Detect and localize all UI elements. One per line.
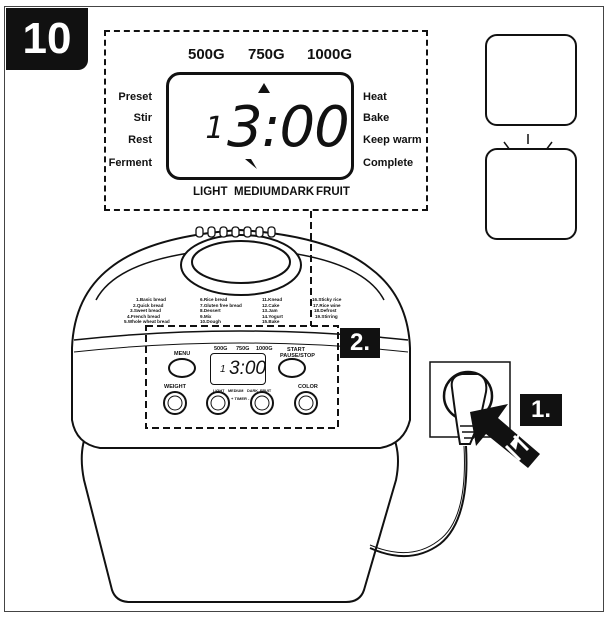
step-1-marker: 1. bbox=[520, 394, 562, 426]
lid-vents bbox=[195, 226, 276, 238]
timer-label: + TIMER - bbox=[231, 396, 250, 401]
panel-color-light: LIGHT bbox=[213, 389, 225, 393]
weight-1000g: 1000G bbox=[307, 46, 353, 63]
step-number: 10 bbox=[6, 8, 88, 70]
program-item: 12.Cake bbox=[262, 302, 280, 308]
start-label: START PAUSE/STOP bbox=[280, 347, 315, 360]
program-item: 15.Bake bbox=[262, 319, 280, 325]
program-item: 18.Defrost bbox=[314, 308, 337, 314]
program-item: 2.Quick bread bbox=[133, 302, 164, 308]
label-stir: Stir bbox=[133, 112, 152, 124]
panel-color-fruit: FRUIT bbox=[260, 389, 272, 393]
program-item: 7.Gluten free bread bbox=[200, 302, 242, 308]
panel-highlight bbox=[145, 325, 339, 429]
panel-weight-750g: 750G bbox=[236, 346, 250, 352]
arrow-down-icon bbox=[245, 159, 257, 169]
program-list-col3: 11.Knead 12.Cake 13.Jam 14.Yogurt 15.Bak… bbox=[262, 297, 283, 325]
label-complete: Complete bbox=[363, 157, 414, 169]
arrow-up-icon bbox=[258, 83, 270, 93]
panel-weight-500g: 500G bbox=[214, 346, 228, 352]
machine-lid bbox=[71, 228, 411, 449]
program-item: 17.Rice wine bbox=[313, 302, 341, 308]
start-button bbox=[278, 358, 306, 378]
menu-button bbox=[168, 358, 196, 378]
label-keep-warm: Keep warm bbox=[363, 134, 422, 146]
lcd-time: 3:00 bbox=[227, 95, 350, 160]
panel-color-medium: MEDIUM bbox=[228, 389, 244, 393]
menu-label: MENU bbox=[174, 351, 191, 357]
program-item: 11.Knead bbox=[262, 297, 283, 302]
program-item: 13.Jam bbox=[262, 308, 278, 314]
program-list-col1: 1.Basic bread 2.Quick bread 3.Sweet brea… bbox=[124, 297, 170, 325]
program-list-col4: 16.Sticky rice 17.Rice wine 18.Defrost 1… bbox=[312, 297, 342, 319]
program-item: 3.Sweet bread bbox=[130, 308, 161, 314]
color-light: LIGHT bbox=[193, 186, 228, 198]
weight-500g: 500G bbox=[188, 46, 225, 63]
program-item: 9.Mix bbox=[200, 313, 212, 319]
program-item: 1.Basic bread bbox=[136, 297, 166, 302]
panel-lcd: 1 3:00 bbox=[210, 353, 266, 385]
label-rest: Rest bbox=[128, 134, 152, 146]
panel-lcd-program: 1 bbox=[220, 364, 226, 375]
color-label: COLOR bbox=[298, 384, 318, 390]
label-heat: Heat bbox=[363, 91, 387, 103]
lcd-program-number: 1 bbox=[205, 111, 224, 146]
timer-minus-button bbox=[206, 391, 230, 415]
panel-weight-1000g: 1000G bbox=[256, 346, 273, 352]
weight-label: WEIGHT bbox=[164, 384, 186, 390]
program-item: 8.Dessert bbox=[200, 308, 221, 314]
program-item: 4.French bread bbox=[127, 313, 160, 319]
program-item: 14.Yogurt bbox=[262, 313, 283, 319]
display-zoom bbox=[104, 30, 428, 211]
label-preset: Preset bbox=[118, 91, 152, 103]
panel-lcd-time: 3:00 bbox=[229, 358, 266, 379]
label-ferment: Ferment bbox=[108, 157, 152, 169]
program-item: 5.Whole wheat bread bbox=[124, 319, 170, 325]
color-dark: DARK bbox=[281, 186, 315, 198]
timer-plus-button bbox=[250, 391, 274, 415]
color-fruit: FRUIT bbox=[316, 186, 350, 198]
power-cord bbox=[369, 445, 468, 558]
program-item: 19.Stirring bbox=[315, 313, 338, 319]
weight-750g: 750G bbox=[248, 46, 285, 63]
machine-base bbox=[80, 429, 399, 603]
color-button bbox=[294, 391, 318, 415]
program-list-col2: 6.Rice bread 7.Gluten free bread 8.Desse… bbox=[200, 297, 242, 325]
label-bake: Bake bbox=[363, 112, 390, 124]
color-medium: MEDIUM bbox=[234, 186, 281, 198]
sound-card bbox=[485, 34, 577, 126]
step-2-marker: 2. bbox=[340, 328, 380, 358]
light-card bbox=[485, 148, 577, 240]
weight-button bbox=[163, 391, 187, 415]
program-item: 16.Sticky rice bbox=[312, 297, 342, 302]
illustration-frame bbox=[4, 6, 604, 612]
arrow-icon bbox=[470, 404, 540, 468]
lcd-display: 1 3:00 bbox=[166, 72, 354, 180]
program-item: 6.Rice bread bbox=[200, 297, 228, 302]
program-item: 10.Dough bbox=[200, 319, 221, 325]
panel-color-dark: DARK bbox=[247, 389, 258, 393]
